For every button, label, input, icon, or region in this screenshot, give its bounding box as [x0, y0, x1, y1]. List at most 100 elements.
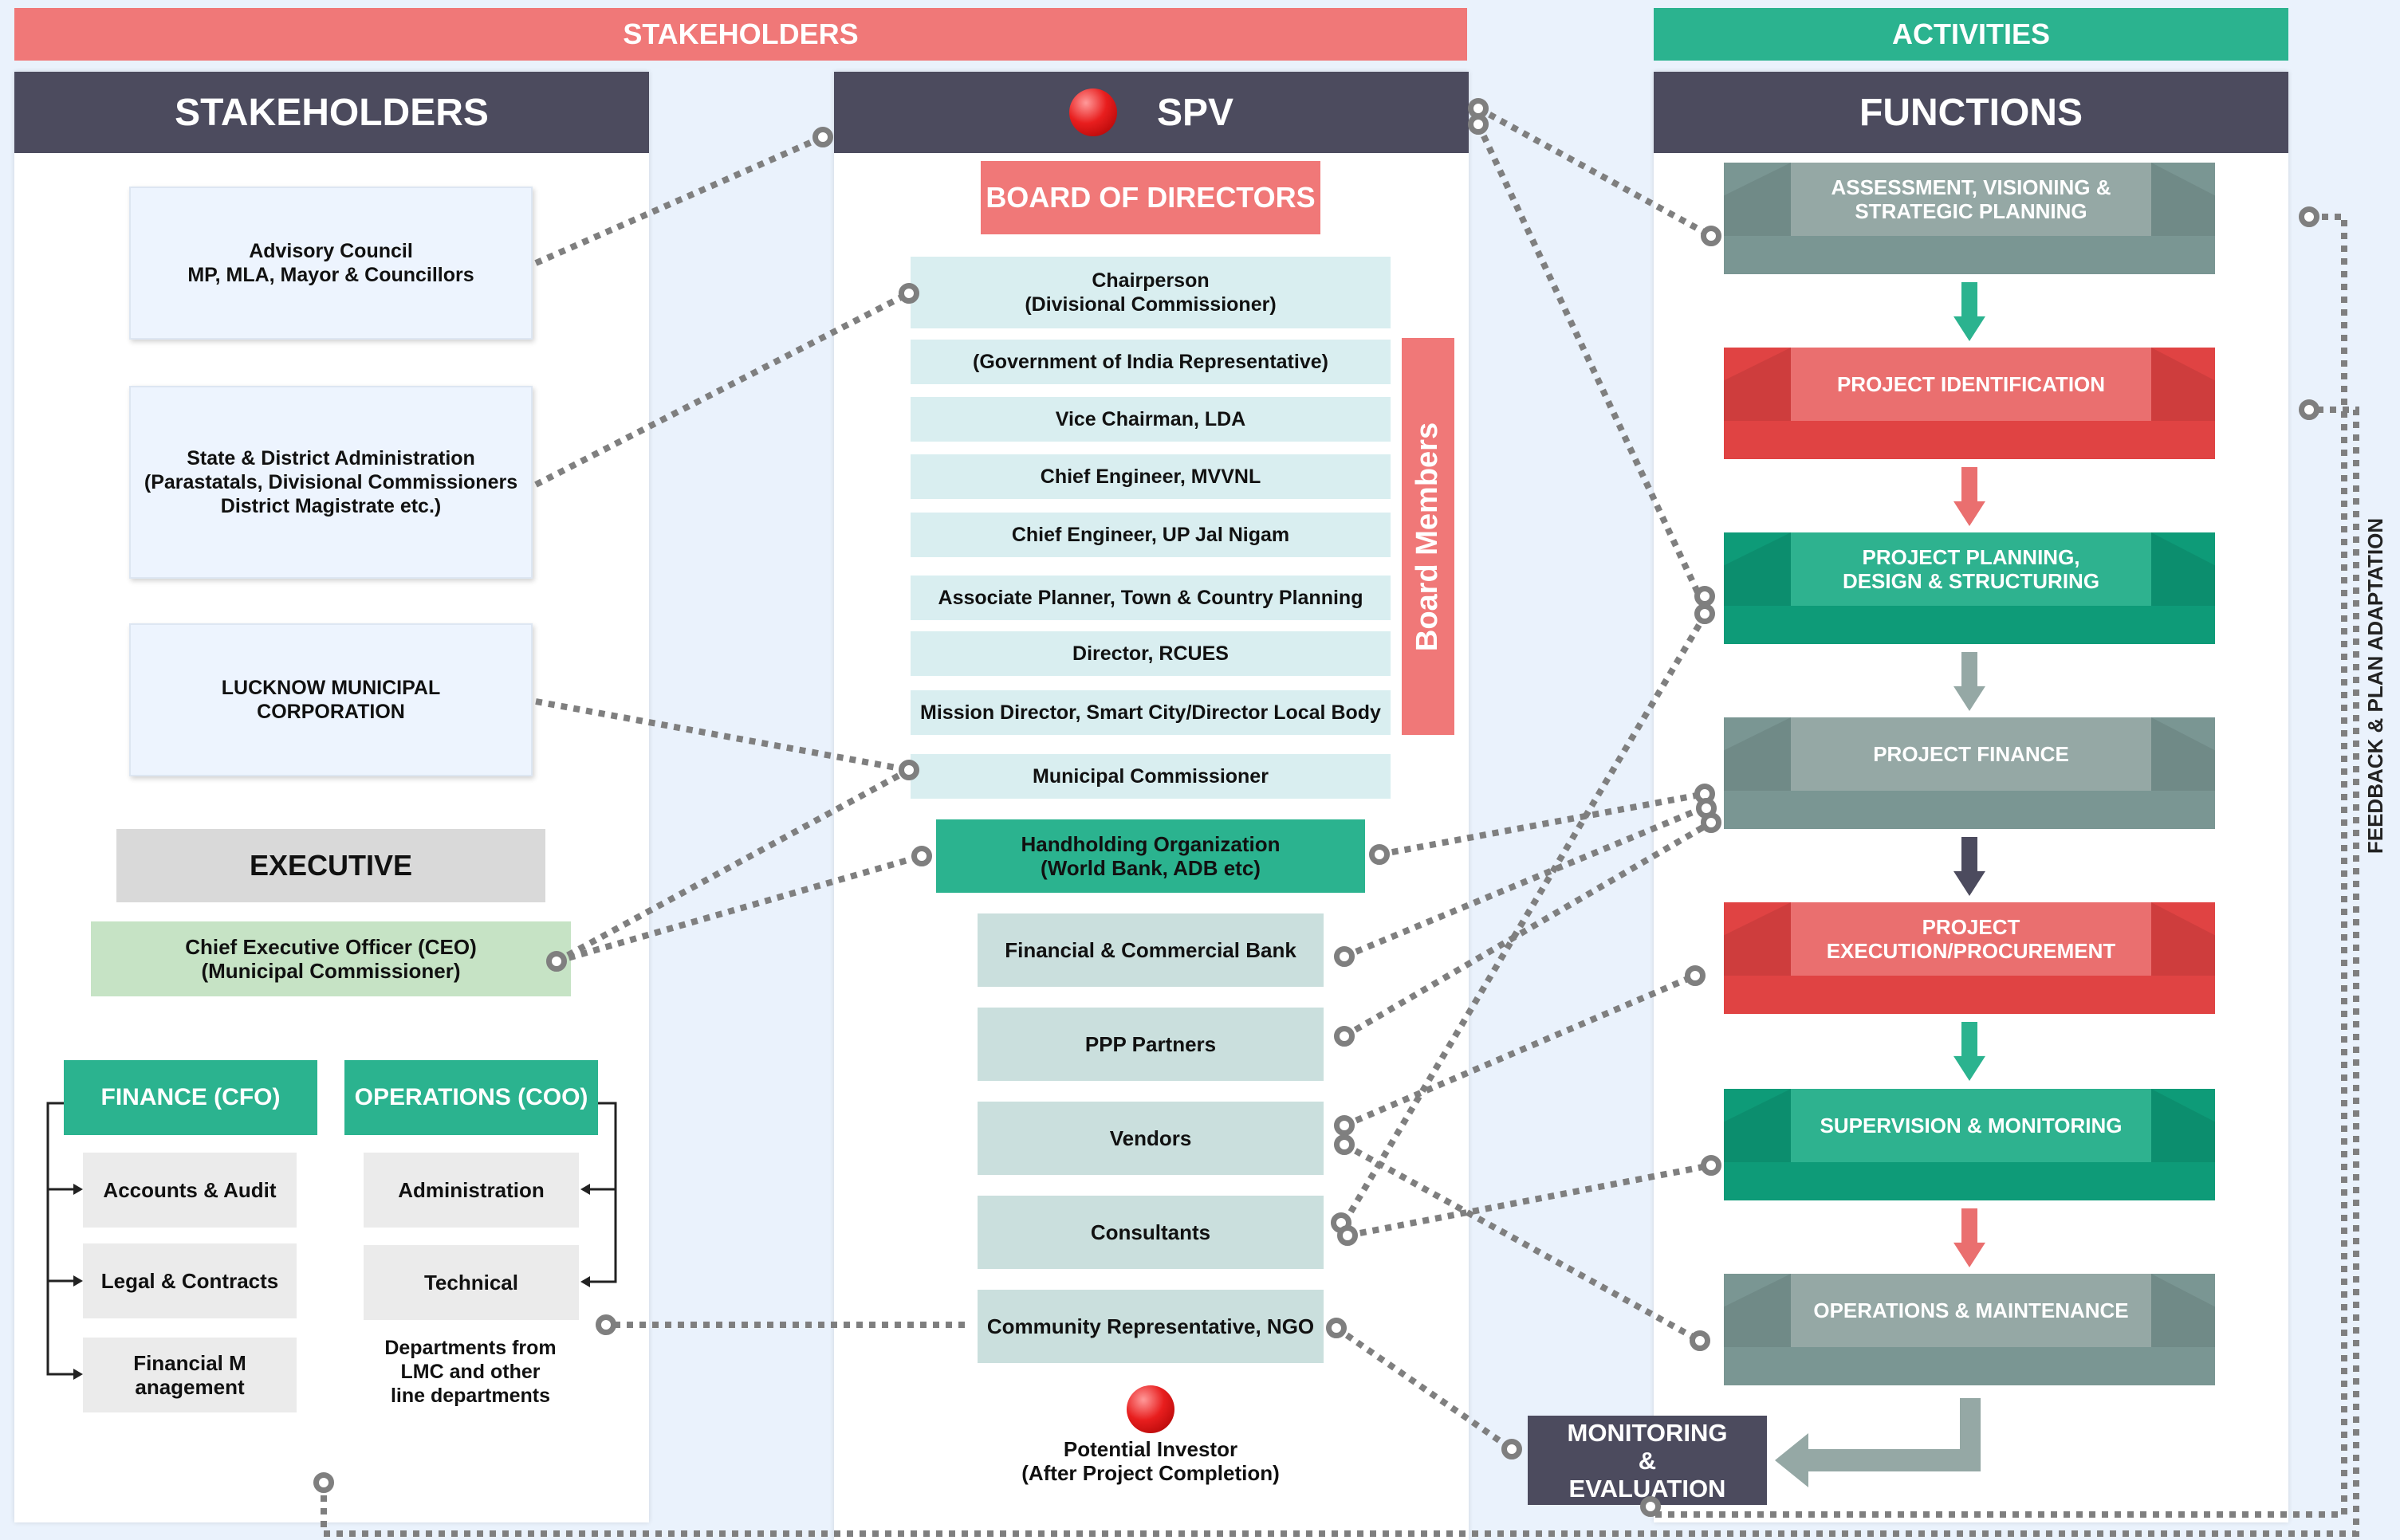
- dotted-links: [321, 105, 2359, 1537]
- connector-dot: [1334, 1115, 1355, 1136]
- technical-box: Technical: [364, 1245, 579, 1320]
- link-consultants-planning: [1341, 613, 1708, 1225]
- departments-line-3: line departments: [390, 1385, 551, 1407]
- bracket-arrowheads: [73, 1184, 590, 1380]
- functions-header: FUNCTIONS: [1654, 72, 2288, 153]
- investor-line-2: (After Project Completion): [1021, 1461, 1280, 1485]
- lmc-line-2: CORPORATION: [257, 701, 405, 723]
- function-step-face: PROJECT PLANNING,DESIGN & STRUCTURING: [1791, 532, 2151, 606]
- chairperson-box: Chairperson (Divisional Commissioner): [911, 257, 1391, 328]
- function-step-face: SUPERVISION & MONITORING: [1791, 1089, 2151, 1162]
- function-step-label: PROJECT: [1922, 915, 2020, 939]
- arrowhead-fin-mgmt: [73, 1369, 83, 1380]
- arrowhead-legal: [73, 1275, 83, 1287]
- link-ceo-mc: [555, 767, 911, 964]
- stakeholders-band: STAKEHOLDERS: [14, 8, 1467, 61]
- connector-dot: [911, 846, 932, 866]
- function-step-label: ASSESSMENT, VISIONING &: [1831, 175, 2111, 199]
- link-ceo-handholding: [555, 853, 923, 964]
- advisory-line-1: Advisory Council: [249, 240, 413, 262]
- connector-dot: [1334, 1026, 1355, 1047]
- arrowhead-administration: [580, 1184, 590, 1195]
- connector-dot: [1701, 1155, 1721, 1176]
- chair-line-1: Chairperson: [1092, 269, 1210, 292]
- connector-dot: [899, 760, 919, 780]
- connector-dot: [1369, 844, 1390, 865]
- link-advisory-spv: [534, 134, 824, 266]
- activities-band: ACTIVITIES: [1654, 8, 2288, 61]
- advisory-line-2: MP, MLA, Mayor & Councillors: [187, 264, 474, 286]
- operations-coo-box: OPERATIONS (COO): [344, 1060, 598, 1135]
- link-vendors-om: [1343, 1141, 1702, 1344]
- finance-bracket: [46, 1102, 77, 1376]
- chair-line-2: (Divisional Commissioner): [1025, 293, 1277, 316]
- arrowhead-accounts: [73, 1184, 83, 1195]
- board-member-mvvnl: Chief Engineer, MVVNL: [911, 454, 1391, 499]
- lmc-line-1: LUCKNOW MUNICIPAL: [221, 677, 441, 699]
- connector-dot: [1690, 1330, 1710, 1351]
- link-handholding-finance: [1379, 791, 1706, 858]
- function-step-label: SUPERVISION & MONITORING: [1820, 1114, 2123, 1137]
- function-step-face: PROJECT IDENTIFICATION: [1791, 348, 2151, 421]
- investor-red-ball-icon: [1127, 1385, 1174, 1433]
- function-step-face: ASSESSMENT, VISIONING &STRATEGIC PLANNIN…: [1791, 163, 2151, 236]
- function-step-label: DESIGN & STRUCTURING: [1842, 569, 2100, 593]
- state-line-1: State & District Administration: [187, 447, 475, 469]
- function-step-face: PROJECT FINANCE: [1791, 717, 2151, 791]
- function-step-label: EXECUTION/PROCUREMENT: [1826, 939, 2116, 963]
- return-arrow-to-monitoring: [1775, 1398, 1981, 1487]
- connector-dot: [596, 1314, 616, 1335]
- link-vendors-execution: [1343, 972, 1697, 1129]
- link-bank-finance: [1343, 803, 1708, 960]
- state-line-3: District Magistrate etc.): [220, 495, 442, 517]
- departments-note: Departments from LMC and other line depa…: [351, 1333, 590, 1411]
- monitoring-line-1: MONITORING: [1567, 1418, 1728, 1447]
- board-member-town-planning: Associate Planner, Town & Country Planni…: [911, 576, 1391, 620]
- function-step-face: OPERATIONS & MAINTENANCE: [1791, 1274, 2151, 1347]
- board-member-rcues: Director, RCUES: [911, 631, 1391, 676]
- function-step-label: OPERATIONS & MAINTENANCE: [1813, 1298, 2129, 1322]
- lmc-box: LUCKNOW MUNICIPAL CORPORATION: [129, 623, 533, 776]
- financial-management-box: Financial M anagement: [83, 1338, 297, 1412]
- handholding-line-1: Handholding Organization: [1021, 832, 1281, 856]
- link-spv-planning: [1475, 123, 1708, 609]
- feedback-loop-outer: [321, 407, 2359, 1537]
- ceo-line-2: (Municipal Commissioner): [201, 959, 461, 983]
- connector-dot: [1685, 965, 1706, 986]
- spv-red-ball-icon: [1068, 88, 1117, 136]
- administration-box: Administration: [364, 1153, 579, 1228]
- connector-dot: [1501, 1439, 1522, 1459]
- stakeholders-header: STAKEHOLDERS: [14, 72, 649, 153]
- monitoring-evaluation-box: MONITORING & EVALUATION: [1528, 1416, 1767, 1505]
- connector-dot: [1337, 1225, 1358, 1246]
- partner-ppp: PPP Partners: [978, 1008, 1324, 1081]
- connector-dot: [1334, 1134, 1355, 1155]
- board-member-goi: (Government of India Representative): [911, 340, 1391, 384]
- connector-dot: [1326, 1318, 1347, 1338]
- function-step-label: STRATEGIC PLANNING: [1855, 199, 2087, 223]
- link-lmc-mc: [535, 698, 910, 773]
- function-step-label: PROJECT PLANNING,: [1862, 545, 2080, 569]
- potential-investor-label: Potential Investor (After Project Comple…: [978, 1435, 1324, 1487]
- spv-header: SPV: [834, 72, 1469, 153]
- feedback-loop-inner: [1650, 214, 2347, 1518]
- handholding-box: Handholding Organization (World Bank, AD…: [936, 819, 1365, 893]
- connector-dot: [546, 951, 567, 972]
- connector-dot: [899, 283, 919, 304]
- advisory-council-box: Advisory Council MP, MLA, Mayor & Counci…: [129, 187, 533, 340]
- legal-contracts-box: Legal & Contracts: [83, 1243, 297, 1318]
- board-members-label-bar: Board Members: [1402, 338, 1454, 735]
- monitoring-line-2: &: [1638, 1446, 1657, 1475]
- board-member-lda: Vice Chairman, LDA: [911, 397, 1391, 442]
- operations-bracket: [585, 1102, 617, 1283]
- ceo-line-1: Chief Executive Officer (CEO): [185, 935, 477, 959]
- connector-dot: [1640, 1496, 1661, 1517]
- partner-community-ngo: Community Representative, NGO: [978, 1290, 1324, 1363]
- partner-vendors: Vendors: [978, 1102, 1324, 1175]
- handholding-line-2: (World Bank, ADB etc): [1041, 856, 1261, 880]
- connector-dot: [1701, 226, 1721, 246]
- connector-dot: [1334, 946, 1355, 967]
- connector-dot: [1694, 603, 1715, 624]
